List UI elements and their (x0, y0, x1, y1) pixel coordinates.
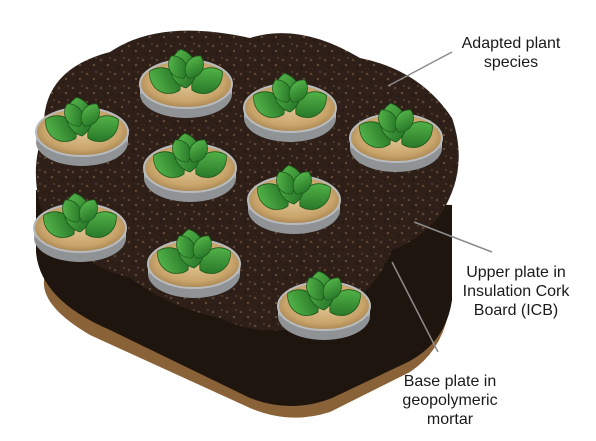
base-plate-label: Base plate in geopolymeric mortar (390, 372, 510, 429)
upper-plate-label-line-3: Board (ICB) (444, 301, 588, 320)
plant-species-label-line-1: Adapted plant (446, 34, 576, 53)
plant-species-label: Adapted plant species (446, 34, 576, 72)
base-plate-label-line-2: geopolymeric (390, 391, 510, 410)
upper-plate-label: Upper plate in Insulation Cork Board (IC… (444, 263, 588, 320)
upper-plate-label-line-1: Upper plate in (444, 263, 588, 282)
plant-species-label-line-2: species (446, 53, 576, 72)
plants-leader-line (388, 52, 452, 86)
base-plate-label-line-3: mortar (390, 410, 510, 429)
base-plate-label-line-1: Base plate in (390, 372, 510, 391)
upper-plate-label-line-2: Insulation Cork (444, 282, 588, 301)
